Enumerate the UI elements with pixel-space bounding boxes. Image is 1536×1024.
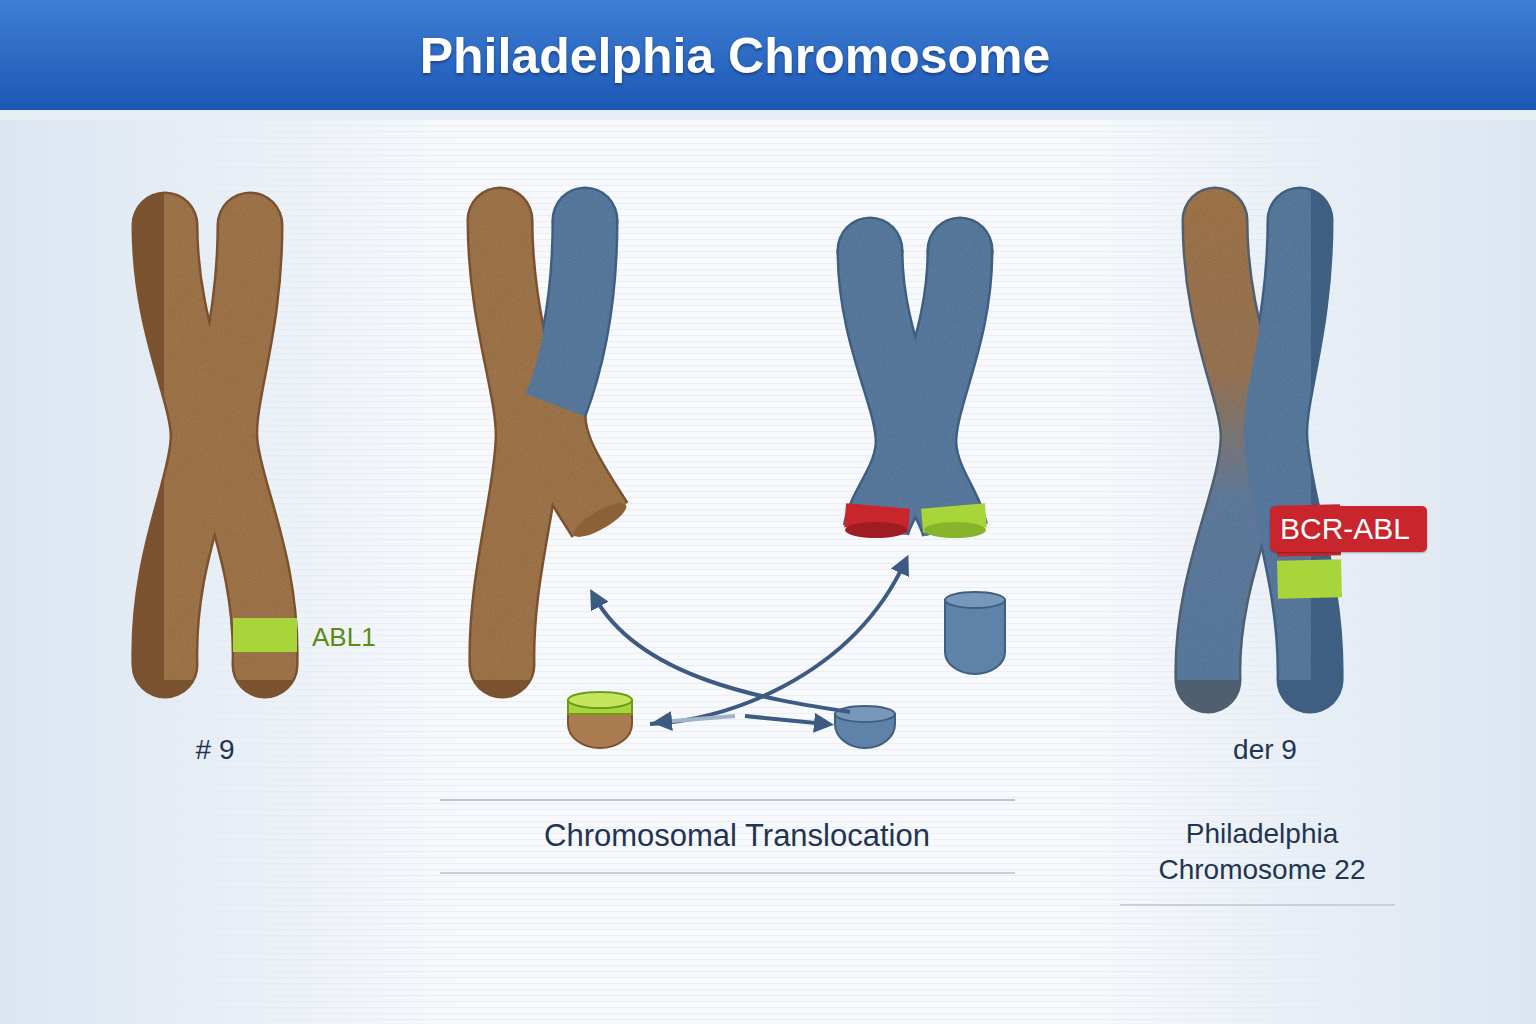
caption: Chromosomal Translocation [544,816,930,856]
chromatid [924,250,960,530]
chromatid-outline [924,250,960,530]
fragment-face [835,706,895,722]
translocation-arrow [650,562,905,724]
chromatid-outline [553,398,600,520]
chromosome-fragment [568,712,632,748]
chromatid-outline [500,220,528,665]
rule-line [440,872,1015,874]
fusion-gene-band: BCR-ABL [1270,506,1427,552]
gene-label: ABL1 [312,621,376,655]
chromatid [839,219,901,281]
translocation-arrow [745,716,826,724]
chromatid-outline [1275,220,1310,680]
abl1-band [233,618,297,652]
chromosome-label: Philadelphia Chromosome 22 [1112,816,1412,889]
chromosome-label: der 9 [1233,732,1297,768]
break-face [570,497,631,543]
break-face [845,522,907,538]
chromatid [500,220,528,665]
chromosome-label: # 9 [196,732,235,768]
title: Philadelphia Chromosome [420,27,1051,85]
chromatid [1275,220,1310,680]
break-face [924,522,986,538]
rule-line [440,799,1015,801]
chromatid [225,225,265,665]
rule-line [1120,904,1395,906]
chromatid [553,398,600,520]
chromatid [929,219,991,281]
title-bar [0,0,1536,110]
fragment-face [945,592,1005,608]
chromatid [554,189,616,251]
fragment-face [568,692,632,708]
chromatid-outline [225,225,265,665]
translocation-arrow [594,596,850,712]
gene-label: BCR-ABL [1280,512,1427,546]
abl1-band [1309,560,1310,598]
chromosome-fragment [945,600,1005,674]
title-bar-edge [0,110,1536,120]
translocation-arrow [660,716,735,722]
